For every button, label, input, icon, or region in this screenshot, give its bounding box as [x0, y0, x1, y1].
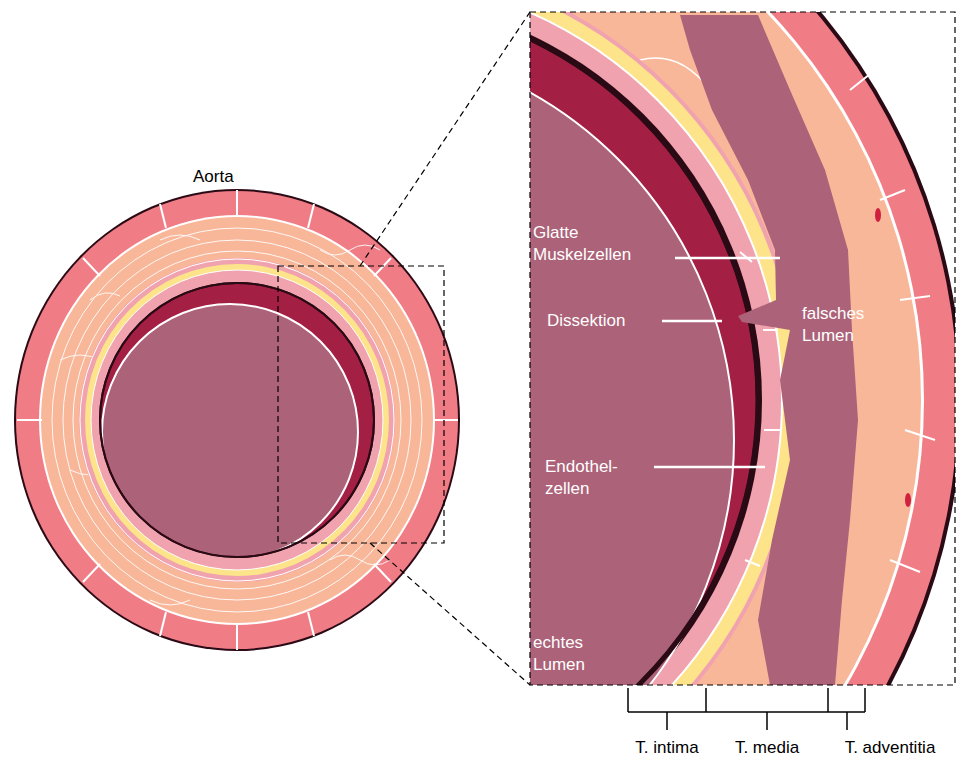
aorta-cross-section [14, 189, 460, 651]
structure-label: echtes Lumen [533, 632, 585, 676]
layer-label: T. intima [635, 737, 698, 759]
layer-label: T. adventitia [845, 737, 936, 759]
structure-label: Dissektion [547, 310, 625, 332]
leader-lines [654, 258, 780, 467]
layer-label: T. media [735, 737, 799, 759]
figure-title: Aorta [193, 166, 234, 188]
structure-label: Endothel- zellen [545, 456, 618, 500]
layer-brackets [628, 688, 865, 730]
zoom-guides [278, 12, 530, 685]
aorta-wall-detail [530, 12, 955, 685]
structure-label: falsches Lumen [802, 303, 864, 347]
structure-label: Glatte Muskelzellen [533, 222, 631, 266]
